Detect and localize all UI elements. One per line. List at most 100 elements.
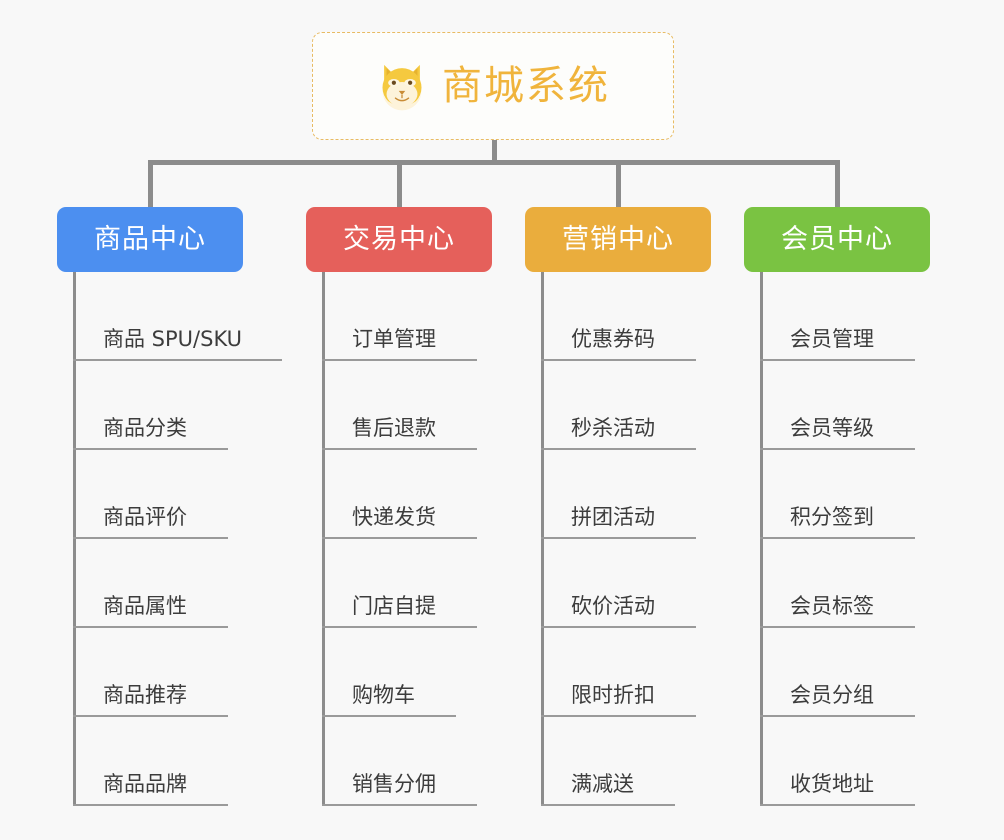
leaf-label: 优惠券码 — [571, 327, 655, 351]
list-item[interactable]: 商品分类 — [73, 361, 277, 450]
leaf-underline — [73, 715, 228, 717]
leaf-label: 秒杀活动 — [571, 416, 655, 440]
list-item[interactable]: 售后退款 — [322, 361, 526, 450]
branch-header-2[interactable]: 交易中心 — [306, 207, 492, 272]
branch-trunk-1 — [73, 272, 76, 806]
leaf-label: 限时折扣 — [571, 683, 655, 707]
list-item[interactable]: 商品 SPU/SKU — [73, 272, 282, 361]
leaf-underline — [73, 804, 228, 806]
leaf-label: 商品分类 — [103, 416, 187, 440]
leaf-label: 拼团活动 — [571, 505, 655, 529]
leaf-label: 收货地址 — [790, 772, 874, 796]
list-item[interactable]: 会员分组 — [760, 628, 964, 717]
leaf-underline — [541, 804, 675, 806]
leaf-label: 售后退款 — [352, 416, 436, 440]
leaf-label: 会员管理 — [790, 327, 874, 351]
branch-header-label: 商品中心 — [94, 224, 206, 255]
leaf-underline — [73, 537, 228, 539]
leaf-label: 销售分佣 — [352, 772, 436, 796]
list-item[interactable]: 收货地址 — [760, 717, 964, 806]
branch-column-1: 商品中心 商品 SPU/SKU 商品分类 商品评价 商品属性 商品推荐 — [57, 207, 282, 806]
leaf-underline — [541, 359, 696, 361]
list-item[interactable]: 满减送 — [541, 717, 745, 806]
root-node[interactable]: 商城系统 — [312, 32, 674, 140]
connector-drop-3 — [616, 160, 621, 207]
branch-header-label: 营销中心 — [562, 224, 674, 255]
leaf-underline — [322, 626, 477, 628]
list-item[interactable]: 秒杀活动 — [541, 361, 745, 450]
leaf-underline — [541, 448, 696, 450]
connector-drop-2 — [397, 160, 402, 207]
leaf-underline — [760, 448, 915, 450]
list-item[interactable]: 商品评价 — [73, 450, 277, 539]
list-item[interactable]: 销售分佣 — [322, 717, 526, 806]
leaf-underline — [73, 626, 228, 628]
leaf-label: 商品品牌 — [103, 772, 187, 796]
leaf-underline — [322, 715, 456, 717]
list-item[interactable]: 快递发货 — [322, 450, 526, 539]
leaf-underline — [760, 626, 915, 628]
leaf-label: 商品 SPU/SKU — [103, 327, 243, 351]
leaf-underline — [541, 715, 696, 717]
shiba-dog-face-icon — [382, 64, 422, 111]
list-item[interactable]: 商品推荐 — [73, 628, 277, 717]
list-item[interactable]: 积分签到 — [760, 450, 964, 539]
list-item[interactable]: 商品品牌 — [73, 717, 277, 806]
branch-header-4[interactable]: 会员中心 — [744, 207, 930, 272]
leaf-label: 砍价活动 — [571, 594, 655, 618]
leaf-underline — [73, 359, 282, 361]
leaf-underline — [322, 804, 477, 806]
leaf-label: 订单管理 — [352, 327, 436, 351]
leaf-label: 会员分组 — [790, 683, 874, 707]
leaf-label: 商品评价 — [103, 505, 187, 529]
list-item[interactable]: 购物车 — [322, 628, 526, 717]
connector-drop-1 — [148, 160, 153, 207]
leaf-underline — [322, 537, 477, 539]
leaf-label: 商品推荐 — [103, 683, 187, 707]
list-item[interactable]: 会员管理 — [760, 272, 964, 361]
leaf-underline — [760, 804, 915, 806]
list-item[interactable]: 订单管理 — [322, 272, 526, 361]
leaf-underline — [760, 537, 915, 539]
root-title: 商城系统 — [442, 63, 610, 109]
connector-drop-4 — [835, 160, 840, 207]
leaf-label: 积分签到 — [790, 505, 874, 529]
branch-header-1[interactable]: 商品中心 — [57, 207, 243, 272]
connector-horizontal-bus — [148, 160, 840, 165]
branch-trunk-3 — [541, 272, 544, 806]
leaf-label: 商品属性 — [103, 594, 187, 618]
branch-header-3[interactable]: 营销中心 — [525, 207, 711, 272]
connector-root-stem — [492, 140, 497, 164]
leaf-underline — [322, 359, 477, 361]
leaf-underline — [73, 448, 228, 450]
branch-trunk-4 — [760, 272, 763, 806]
leaf-underline — [541, 537, 696, 539]
list-item[interactable]: 优惠券码 — [541, 272, 745, 361]
leaf-underline — [760, 715, 915, 717]
leaf-label: 会员标签 — [790, 594, 874, 618]
list-item[interactable]: 会员标签 — [760, 539, 964, 628]
list-item[interactable]: 会员等级 — [760, 361, 964, 450]
branch-leaf-list-3: 优惠券码 秒杀活动 拼团活动 砍价活动 限时折扣 满减送 — [525, 272, 745, 806]
branch-column-4: 会员中心 会员管理 会员等级 积分签到 会员标签 会员分组 — [744, 207, 964, 806]
branch-column-2: 交易中心 订单管理 售后退款 快递发货 门店自提 购物车 — [306, 207, 526, 806]
list-item[interactable]: 商品属性 — [73, 539, 277, 628]
list-item[interactable]: 门店自提 — [322, 539, 526, 628]
leaf-label: 会员等级 — [790, 416, 874, 440]
leaf-underline — [322, 448, 477, 450]
branch-leaf-list-1: 商品 SPU/SKU 商品分类 商品评价 商品属性 商品推荐 商品品牌 — [57, 272, 282, 806]
leaf-label: 门店自提 — [352, 594, 436, 618]
leaf-label: 满减送 — [571, 772, 634, 796]
branch-leaf-list-4: 会员管理 会员等级 积分签到 会员标签 会员分组 收货地址 — [744, 272, 964, 806]
leaf-underline — [760, 359, 915, 361]
branch-header-label: 会员中心 — [781, 224, 893, 255]
list-item[interactable]: 砍价活动 — [541, 539, 745, 628]
list-item[interactable]: 限时折扣 — [541, 628, 745, 717]
branch-trunk-2 — [322, 272, 325, 806]
leaf-underline — [541, 626, 696, 628]
leaf-label: 快递发货 — [352, 505, 436, 529]
branch-header-label: 交易中心 — [343, 224, 455, 255]
list-item[interactable]: 拼团活动 — [541, 450, 745, 539]
branch-leaf-list-2: 订单管理 售后退款 快递发货 门店自提 购物车 销售分佣 — [306, 272, 526, 806]
